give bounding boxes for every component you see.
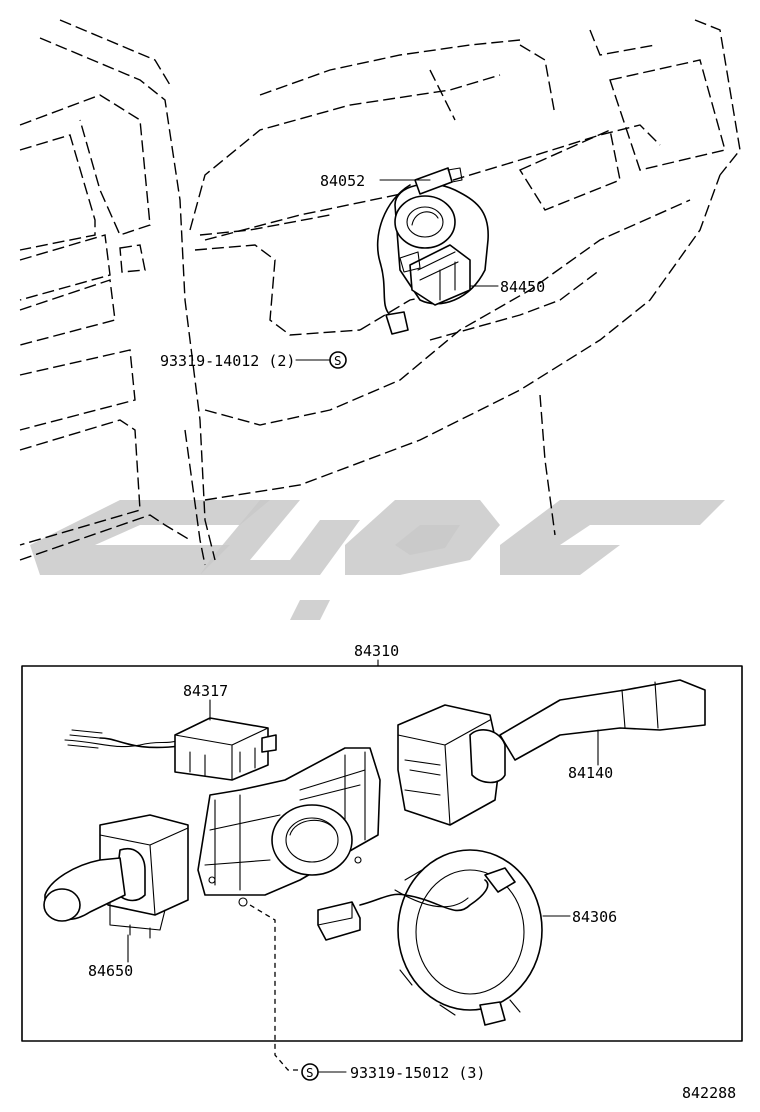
part-84317-connector: 84317 bbox=[64, 682, 277, 781]
label-84650: 84650 bbox=[88, 962, 133, 980]
screw-symbol-top-letter: S bbox=[334, 353, 342, 368]
part-84650-headlamp-switch: 84650 bbox=[43, 814, 189, 980]
label-84052: 84052 bbox=[320, 172, 365, 190]
switch-body-center bbox=[197, 747, 381, 907]
part-84140-wiper-switch: 84140 bbox=[397, 679, 706, 826]
label-84140: 84140 bbox=[568, 764, 613, 782]
part-84306-spiral-cable: 84306 bbox=[317, 849, 617, 1026]
label-84450: 84450 bbox=[500, 278, 545, 296]
column-clock-spring-assembly bbox=[376, 167, 489, 335]
label-screw-93319-14012: 93319-14012 (2) bbox=[160, 352, 295, 370]
lower-screw-callout: S 93319-15012 (3) bbox=[249, 904, 485, 1082]
upper-callouts: 84052 84450 93319-14012 (2) S bbox=[160, 172, 545, 370]
screw-symbol-bottom-letter: S bbox=[306, 1065, 314, 1080]
label-screw-93319-15012: 93319-15012 (3) bbox=[350, 1064, 485, 1082]
diagram-number: 842288 bbox=[682, 1084, 736, 1102]
combination-switch-group: 84310 bbox=[21, 642, 743, 1042]
instrument-panel-outline bbox=[19, 19, 741, 566]
label-84306: 84306 bbox=[572, 908, 617, 926]
label-84310: 84310 bbox=[354, 642, 399, 660]
screw-symbol-top bbox=[329, 351, 347, 369]
label-84317: 84317 bbox=[183, 682, 228, 700]
watermark-logo bbox=[30, 500, 725, 620]
group-frame-84310 bbox=[21, 665, 743, 1042]
